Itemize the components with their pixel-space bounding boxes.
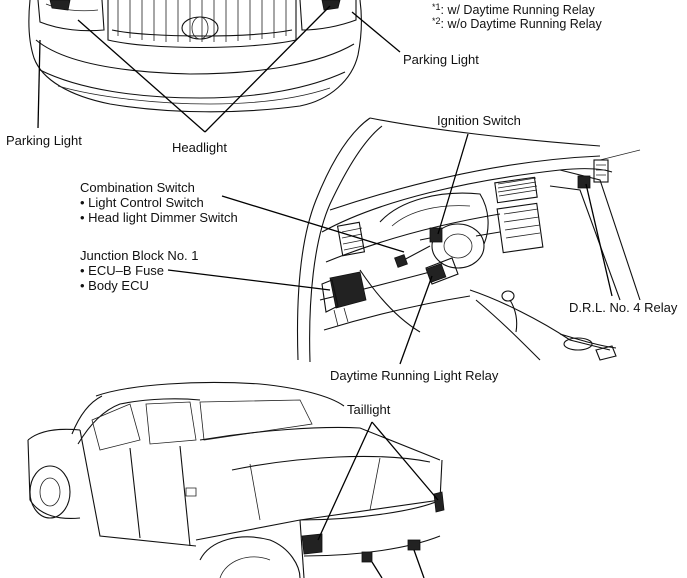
label-headlight: Headlight xyxy=(172,140,227,155)
leader-headlight-left xyxy=(77,19,206,133)
note-text: : w/o Daytime Running Relay xyxy=(440,17,602,31)
label-taillight: Taillight xyxy=(347,402,391,417)
note-with-drl: *1: w/ Daytime Running Relay xyxy=(432,0,595,18)
headlight-housings xyxy=(37,0,357,32)
note-without-drl: *2: w/o Daytime Running Relay xyxy=(432,14,602,32)
leader-parking-light-right xyxy=(351,11,401,53)
leader-junction-block xyxy=(167,269,331,291)
label-parking-light-left: Parking Light xyxy=(6,133,82,148)
grille-illustration xyxy=(107,0,297,49)
note-marker: *2 xyxy=(432,16,441,26)
leader-daytime-running-light-relay xyxy=(399,275,433,365)
label-ecu-b-fuse: • ECU–B Fuse xyxy=(80,263,165,278)
label-parking-light-right: Parking Light xyxy=(403,52,479,67)
label-body-ecu: • Body ECU xyxy=(80,278,149,293)
dashboard-illustration xyxy=(296,117,641,363)
leader-taillight-right xyxy=(371,421,439,501)
note-text: : w/ Daytime Running Relay xyxy=(440,3,595,17)
note-marker: *1 xyxy=(432,2,441,12)
leader-ignition-switch xyxy=(437,133,469,235)
label-light-control-switch: • Light Control Switch xyxy=(80,195,204,210)
leader-headlight-right xyxy=(204,5,331,133)
leader-license-light xyxy=(371,549,425,578)
label-ignition-switch: Ignition Switch xyxy=(437,113,521,128)
label-drl-relay: D.R.L. No. 4 Relay xyxy=(569,300,678,315)
front-bumper-illustration xyxy=(28,0,362,113)
leader-drl-relay xyxy=(585,183,613,297)
label-daytime-running-light-relay: Daytime Running Light Relay xyxy=(330,368,499,383)
leader-combination-switch xyxy=(221,195,405,253)
label-head-light-dimmer-switch: • Head light Dimmer Switch xyxy=(80,210,238,225)
label-combination-switch: Combination Switch xyxy=(80,180,195,195)
pickup-truck-illustration xyxy=(27,381,445,578)
leader-parking-light-left xyxy=(37,39,41,129)
label-junction-block: Junction Block No. 1 xyxy=(80,248,199,263)
leader-taillight-left xyxy=(317,421,373,541)
